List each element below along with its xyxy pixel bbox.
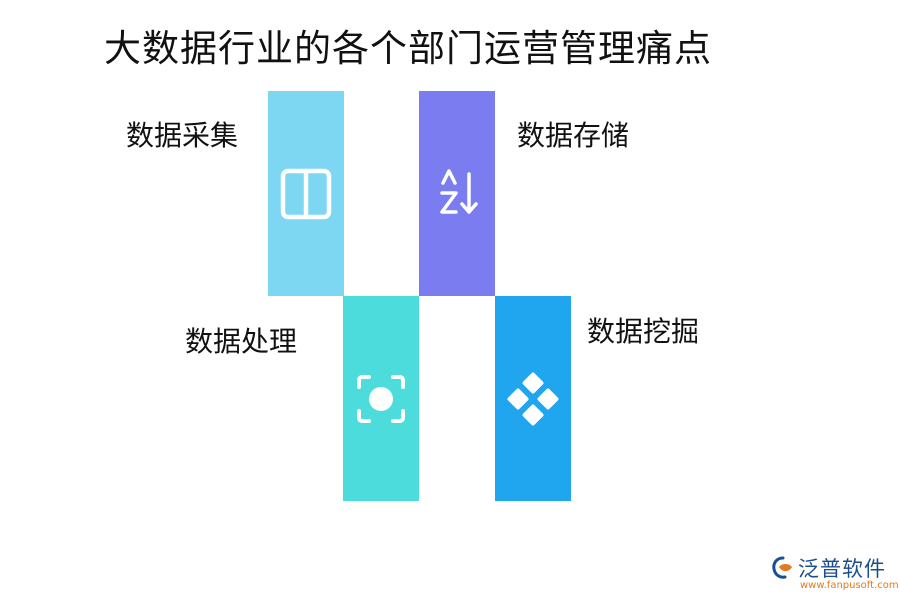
brand-name: 泛普软件 [798, 557, 886, 581]
sort-az-icon [440, 168, 478, 214]
diagram-title: 大数据行业的各个部门运营管理痛点 [104, 27, 712, 70]
diamond-cluster-icon [507, 372, 559, 425]
brand-logo-icon [772, 556, 792, 579]
columns-icon [280, 168, 332, 219]
brand-url: www.fanpusoft.com [800, 580, 899, 591]
brand-logo: 泛普软件 www.fanpusoft.com [770, 553, 899, 593]
label-data-mining: 数据挖掘 [587, 315, 700, 348]
label-data-processing: 数据处理 [185, 325, 298, 358]
block-data-storage [419, 91, 495, 296]
focus-circle-icon [357, 374, 405, 423]
label-data-collection: 数据采集 [126, 119, 239, 152]
block-data-collection [268, 91, 344, 296]
block-data-mining [495, 296, 571, 501]
label-data-storage: 数据存储 [517, 119, 630, 152]
block-data-processing [343, 296, 419, 501]
